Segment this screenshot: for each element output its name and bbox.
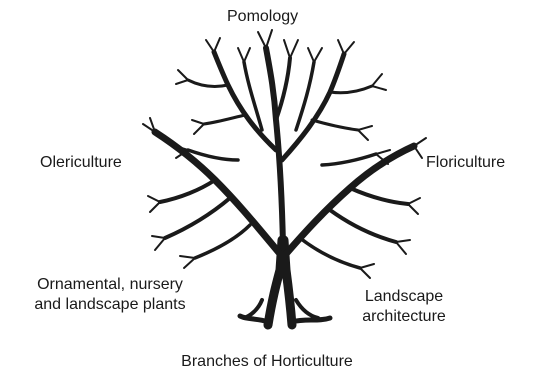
label-ornamental-line2: and landscape plants [10,295,210,315]
label-ornamental-line1: Ornamental, nursery [10,275,210,295]
label-landscape-line1: Landscape [344,287,464,307]
figure-caption: Branches of Horticulture [120,352,414,372]
label-ornamental-nursery: Ornamental, nursery and landscape plants [10,275,210,315]
label-olericulture: Olericulture [40,153,122,173]
label-pomology: Pomology [227,7,298,27]
label-landscape-architecture: Landscape architecture [344,287,464,327]
label-floriculture: Floriculture [426,153,505,173]
label-landscape-line2: architecture [344,307,464,327]
